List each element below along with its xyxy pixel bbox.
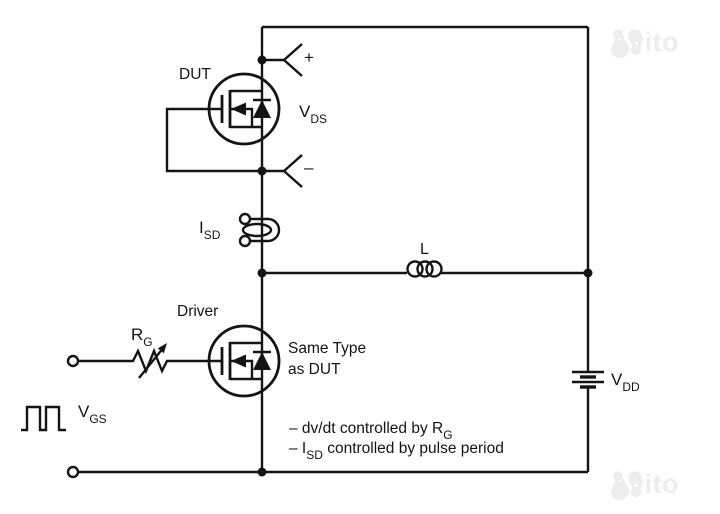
rg-arrow-line bbox=[138, 346, 165, 379]
driver-channel-arrow bbox=[231, 354, 246, 368]
dut-mosfet-symbol bbox=[165, 72, 281, 173]
driver-body-diode bbox=[253, 352, 271, 370]
isd-coil-ellipse bbox=[241, 222, 273, 238]
watermark-bottom: Avito bbox=[610, 469, 679, 500]
note-isd: – ISD controlled by pulse period bbox=[289, 440, 504, 463]
isd-current-probe-symbol bbox=[238, 212, 281, 248]
driver-mosfet-symbol bbox=[207, 324, 281, 398]
rg-label: RG bbox=[131, 325, 153, 350]
junction-dots bbox=[257, 55, 593, 477]
dut-label: DUT bbox=[179, 66, 211, 83]
isd-coil-loop bbox=[250, 217, 281, 243]
source-return-terminal bbox=[66, 465, 80, 479]
rg-zigzag bbox=[78, 347, 222, 375]
rg-arrow-head bbox=[157, 343, 167, 354]
avito-logo-icon bbox=[611, 471, 642, 500]
inductor-symbol bbox=[406, 260, 443, 278]
vgs-label: VGS bbox=[78, 402, 107, 427]
wires bbox=[78, 25, 590, 474]
watermark-top: Avito bbox=[610, 27, 679, 58]
vds-minus-label: – bbox=[304, 158, 314, 177]
dut-gate-source-tie-wire bbox=[165, 107, 262, 173]
vdd-label: VDD bbox=[611, 370, 640, 395]
dut-channel-arrow bbox=[231, 102, 246, 116]
vds-plus-probe bbox=[262, 43, 303, 77]
gate-input-terminal bbox=[66, 354, 80, 368]
vds-plus-label: + bbox=[304, 48, 314, 67]
same-type-label: Same Type as DUT bbox=[288, 340, 367, 378]
inductor-label: L bbox=[420, 241, 429, 258]
vds-label: VDS bbox=[299, 102, 328, 127]
rg-resistor-symbol bbox=[66, 343, 222, 379]
vgs-pulse-waveform bbox=[21, 405, 66, 432]
vdd-battery-symbol bbox=[572, 370, 604, 389]
note-dvdt: – dv/dt controlled by RG bbox=[289, 420, 453, 443]
vds-minus-probe bbox=[262, 154, 303, 188]
driver-label: Driver bbox=[177, 303, 219, 320]
isd-terminal-top bbox=[238, 212, 252, 226]
dut-body-diode bbox=[253, 100, 271, 118]
isd-terminal-bottom bbox=[238, 234, 252, 248]
isd-label: ISD bbox=[199, 218, 221, 243]
avito-logo-icon bbox=[611, 29, 642, 58]
